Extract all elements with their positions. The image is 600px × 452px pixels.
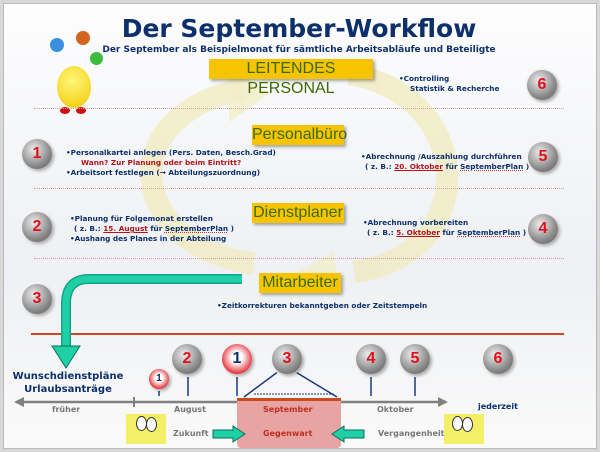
dienst-right-line-1: •Abrechnung vorbereiten [363,218,469,227]
label-september: September [263,405,313,414]
step-1-badge: 1 [22,139,52,169]
separator [34,108,564,109]
dienst-right-tasks: •Abrechnung vorbereiten ( z. B.: 5. Okto… [363,218,526,238]
timeline-step-3: 3 [272,344,302,374]
text: für [443,162,461,171]
text: ) [520,228,527,237]
text: ) [523,162,530,171]
role-dienstplaner: Dienstplaner [252,203,344,223]
personal-left-line-1: •Personalkartei anlegen (Pers. Daten, Be… [66,148,276,157]
plan-name: SeptemberPlan [457,228,521,237]
role-mitarbeiter: Mitarbeiter [259,273,341,293]
plan-name: SeptemberPlan [460,162,524,171]
cycle-arrows-background [14,63,564,407]
timeline-step-6: 6 [483,344,513,374]
text: ( z. B.: [74,224,104,233]
september-highlight [237,398,341,448]
jederzeit-label: jederzeit [478,402,518,411]
text: ) [228,224,234,233]
dienst-left-line-1: •Planung für Folgemonat erstellen [70,214,213,223]
label-gegenwart: Gegenwart [263,429,313,438]
dienst-left-tasks: •Planung für Folgemonat erstellen ( z. B… [70,214,234,244]
role-personalbuero: Personalbüro [252,125,348,145]
personal-right-tasks: •Abrechnung /Auszahlung durchführen ( z.… [361,152,529,172]
personal-left-line-3: •Arbeitsort festlegen (→ Abteilungszuord… [66,168,261,177]
page-title: Der September-Workflow [121,14,477,43]
date: 5. Oktober [396,228,440,237]
text: ( z. B.: [367,228,397,237]
step-6-badge: 6 [527,70,557,100]
date: 15. August [103,224,148,233]
eyes-face-icon [126,414,166,444]
step-3-badge: 3 [22,284,52,314]
wunsch-line-2: Urlaubsanträge [24,384,112,395]
personal-left-tasks: •Personalkartei anlegen (Pers. Daten, Be… [66,148,276,178]
step-4-badge: 4 [528,214,558,244]
eyes-face-icon [444,414,484,444]
text: ( z. B.: [365,162,395,171]
personal-right-line-1: •Abrechnung /Auszahlung durchführen [361,152,522,161]
page-subtitle: Der September als Beispielmonat für sämt… [102,45,496,55]
timeline-step-4: 4 [356,344,386,374]
timeline-step-5: 5 [400,344,430,374]
label-vergangenheit: Vergangenheit [378,429,445,438]
juggler-mascot [42,26,107,116]
label-oktober: Oktober [377,405,414,414]
plan-name: SeptemberPlan [164,224,229,233]
text: für [439,228,458,237]
step-2-badge: 2 [22,212,52,242]
mitarbeiter-tasks: •Zeitkorrekturen bekanntgeben oder Zeits… [217,301,428,310]
label-frueher: früher [52,405,81,414]
dienst-left-line-3: •Aushang des Planes in der Abteilung [70,234,227,243]
role-leitendes-personal: LEITENDES PERSONAL [209,59,373,97]
date: 20. Oktober [394,162,444,171]
slide: Der September-Workflow Der September als… [3,3,597,449]
leitend-line-2: Statistik & Recherche [410,84,500,93]
timeline-step-2: 2 [172,344,202,374]
text: für [147,224,165,233]
step-5-badge: 5 [528,142,558,172]
arrows-to-present [212,425,365,443]
wunsch-line-1: Wunschdienstpläne [12,371,124,382]
label-august: August [174,405,206,414]
leitend-line-1: •Controlling [399,74,450,83]
label-zukunft: Zukunft [173,429,209,438]
timeline-step-1-small: 1 [149,369,169,389]
separator [34,188,564,189]
personal-left-line-2: Wann? Zur Planung oder beim Eintritt? [81,158,242,167]
timeline-step-1: 1 [222,344,252,374]
separator [34,258,564,259]
